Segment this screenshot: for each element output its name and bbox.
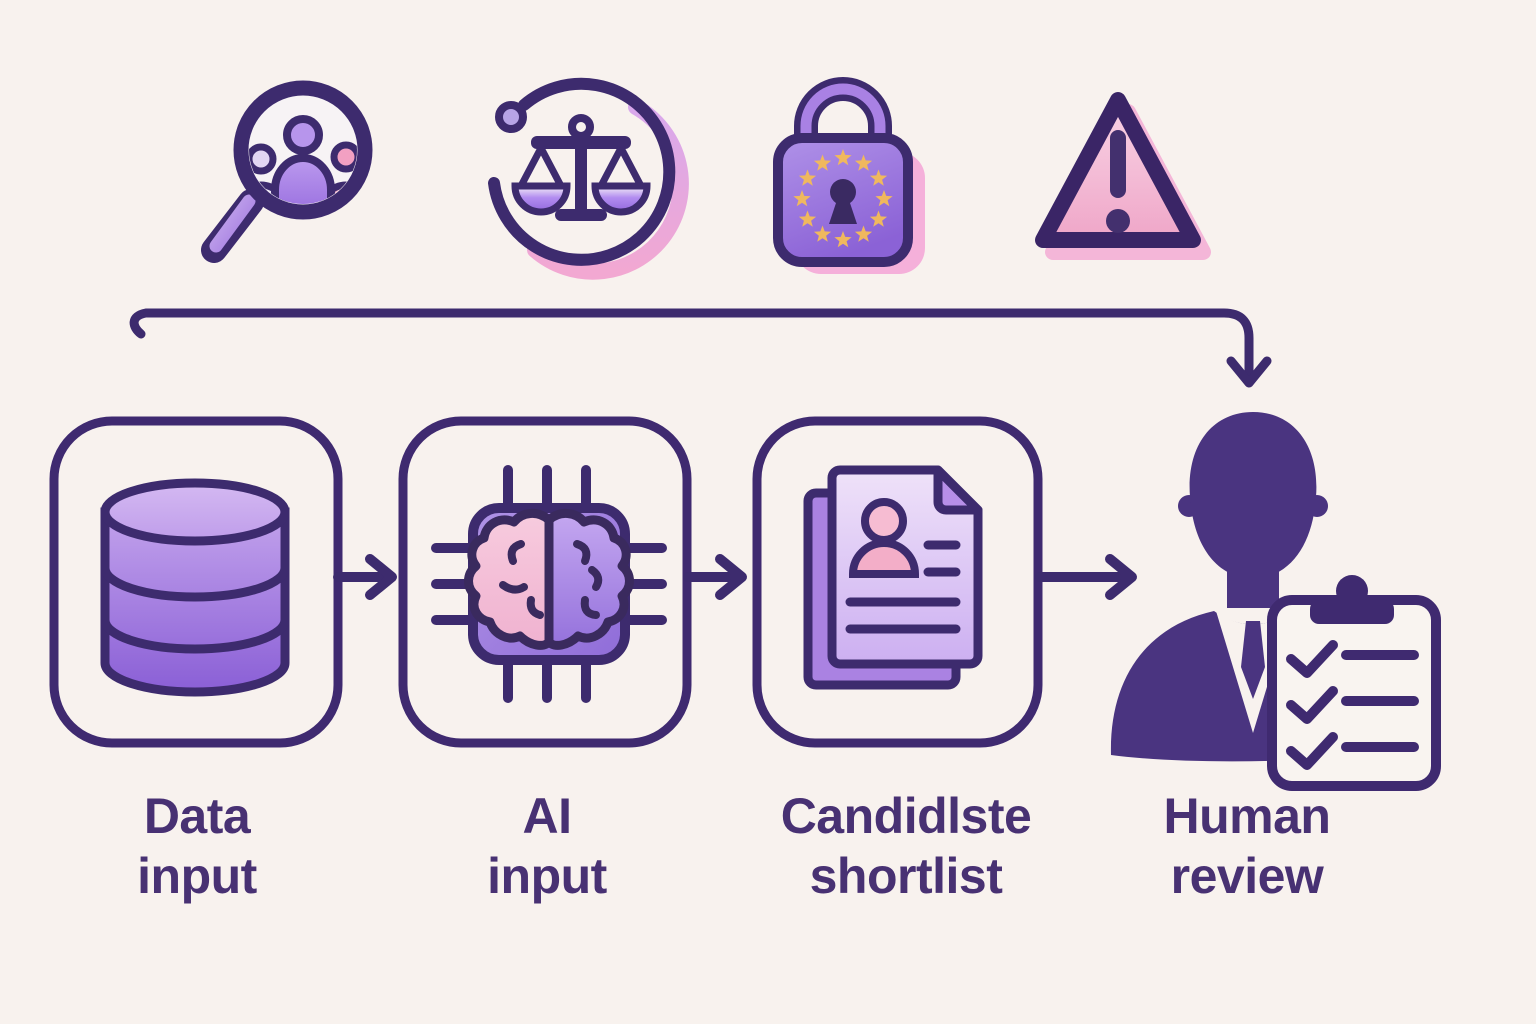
stage-label-line2: input: [137, 848, 257, 904]
top-flow-arrow: [129, 308, 1272, 388]
database-icon: [100, 478, 290, 697]
checklist-rows: [1286, 640, 1419, 770]
eu-stars: [793, 149, 893, 248]
stage-label-candidate-shortlist: Candidlste shortlist: [726, 786, 1086, 906]
stage-label-line2: review: [1170, 848, 1324, 904]
stage-box-data-input: [49, 416, 343, 748]
clipboard-clip: [1310, 575, 1394, 624]
stage-label-line1: AI: [522, 788, 573, 844]
stage-label-line2: shortlist: [809, 848, 1003, 904]
balance-scale: [511, 114, 651, 221]
document-text-lines: [845, 540, 961, 634]
arrow-head-down: [1226, 356, 1272, 388]
tie: [1241, 621, 1265, 699]
stage-box-candidate-shortlist: [752, 416, 1043, 748]
orbit-node: [495, 101, 527, 133]
candidate-documents-icon: [803, 465, 983, 690]
stage-label-ai-input: AI input: [367, 786, 727, 906]
stage-label-human-review: Human review: [1067, 786, 1427, 906]
arrow-head-right: [365, 554, 397, 600]
flow-arrow-1: [333, 554, 397, 600]
warning-triangle-icon: [1035, 92, 1211, 260]
arrow-head-right: [715, 554, 747, 600]
exclamation-mark: [1106, 130, 1130, 233]
flow-arrow-2: [683, 554, 747, 600]
check-icon: [1286, 640, 1338, 678]
check-icon: [1286, 686, 1338, 724]
arrow-head-right: [1105, 554, 1137, 600]
head: [1189, 412, 1317, 579]
check-icon: [1286, 732, 1338, 770]
stage-label-line1: Candidlste: [780, 788, 1032, 844]
clipboard-checklist-icon: [1267, 575, 1441, 791]
ai-chip-brain-icon: [431, 465, 667, 703]
magnifier-handle: [201, 189, 264, 263]
person-with-clipboard-icon: [1110, 412, 1441, 791]
stage-box-ai-input: [398, 416, 692, 748]
stage-label-data-input: Data input: [17, 786, 377, 906]
magnifier-people-icon: [201, 80, 373, 263]
flow-arrow-3: [1035, 554, 1137, 600]
page-fold: [933, 465, 983, 515]
stage-label-line1: Human: [1163, 788, 1331, 844]
keyhole: [829, 179, 857, 224]
stage-label-line2: input: [487, 848, 607, 904]
stage-label-line1: Data: [143, 788, 251, 844]
gdpr-lock-icon: [773, 77, 925, 274]
brain: [464, 509, 634, 650]
scales-of-justice-icon: [488, 77, 689, 280]
candidate-avatar: [848, 498, 920, 578]
orbit-circle: [488, 77, 676, 266]
